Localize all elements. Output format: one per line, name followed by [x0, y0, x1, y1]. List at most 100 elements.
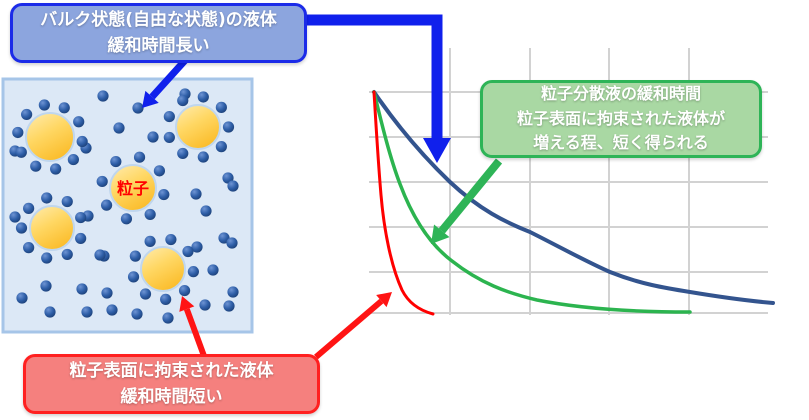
bound-liquid-dot	[58, 102, 70, 114]
bound-liquid-dot	[100, 199, 113, 211]
free-liquid-dot	[147, 131, 159, 143]
bound-liquid-dot	[50, 163, 62, 175]
callout-bound-line-2: 緩和時間短い	[120, 387, 223, 407]
bound-liquid-dot	[41, 252, 53, 264]
bound-liquid-dot	[144, 208, 156, 221]
bulk-elbow-arrow	[307, 14, 443, 138]
particle-label: 粒子	[117, 179, 149, 198]
bound-liquid-dot	[75, 232, 87, 245]
bound-liquid-dot	[110, 155, 122, 168]
particle-circle	[25, 112, 75, 162]
bound-liquid-dot	[133, 151, 146, 163]
callout-dispersion-line-2: 粒子表面に拘束された液体が	[516, 108, 725, 128]
free-liquid-dot	[9, 211, 21, 223]
bound-liquid-dot	[38, 99, 50, 111]
free-liquid-dot	[113, 122, 125, 134]
callout-bulk-line-1: バルク状態(自由な状態)の液体	[40, 9, 277, 30]
free-liquid-dot	[207, 264, 219, 276]
particle-dispersion-diagram: 粒子	[1, 77, 254, 334]
free-liquid-dot	[190, 188, 202, 200]
bound-liquid-dot	[158, 188, 170, 201]
bound-liquid-dot	[222, 121, 235, 133]
bound-liquid-dot	[178, 284, 191, 297]
free-liquid-dot	[199, 299, 211, 311]
bound-liquid-dot	[163, 110, 175, 123]
free-liquid-dot	[94, 249, 106, 261]
callout-bulk-line-2: 緩和時間長い	[107, 36, 210, 56]
bound-liquid-dot	[144, 235, 156, 247]
bulk-elbow-arrow-head	[423, 138, 451, 163]
dispersion-arrow-head	[431, 224, 450, 244]
bound-liquid-dot	[30, 160, 42, 172]
callout-dispersion-line-3: 増える程、短く得られる	[533, 133, 709, 153]
particle-circle	[175, 104, 221, 150]
callout-bound-line-1: 粒子表面に拘束された液体	[69, 360, 274, 381]
particle-circle	[29, 205, 75, 251]
bound-liquid-dot	[163, 131, 175, 144]
free-liquid-dot	[132, 102, 144, 114]
particle-circle	[140, 246, 186, 292]
free-liquid-dot	[227, 286, 239, 298]
bound-liquid-dot	[61, 248, 73, 261]
bound-liquid-dot	[15, 146, 27, 158]
bound-to-curve-arrow	[314, 298, 384, 360]
free-liquid-dot	[76, 283, 88, 295]
bound-liquid-dot	[197, 151, 209, 163]
free-liquid-dot	[227, 180, 239, 192]
free-liquid-dot	[44, 306, 56, 318]
bound-liquid-dot	[15, 222, 28, 234]
bound-liquid-dot	[96, 175, 108, 188]
relaxation-curve-dispersion	[372, 90, 692, 314]
relaxation-curve-bound	[372, 90, 435, 316]
callout-bound-liquid: 粒子表面に拘束された液体 緩和時間短い	[23, 354, 320, 414]
free-liquid-dot	[222, 172, 234, 184]
free-liquid-dot	[162, 312, 174, 324]
callout-dispersion-liquid: 粒子分散液の緩和時間 粒子表面に拘束された液体が 増える程、短く得られる	[480, 80, 762, 158]
bound-liquid-dot	[67, 153, 79, 166]
bound-liquid-dot	[177, 147, 189, 160]
bound-liquid-dot	[177, 94, 189, 107]
bound-liquid-dot	[187, 266, 199, 278]
bound-liquid-dot	[165, 233, 177, 246]
annotation-arrows	[142, 14, 503, 360]
free-liquid-dot	[218, 232, 230, 244]
free-liquid-dot	[226, 237, 238, 249]
bound-liquid-dot	[197, 91, 209, 103]
free-liquid-dot	[223, 300, 235, 312]
bound-liquid-dot	[61, 195, 73, 208]
bound-to-curve-arrow-head	[376, 292, 392, 308]
bound-liquid-dot	[153, 165, 166, 177]
free-liquid-dot	[191, 241, 203, 253]
dispersion-arrow	[438, 158, 503, 234]
bound-liquid-dot	[215, 141, 227, 153]
bound-liquid-dot	[127, 271, 140, 283]
relaxation-curve-bulk	[372, 90, 775, 305]
bulk-to-diagram-arrow-head	[142, 90, 159, 108]
free-liquid-dot	[97, 90, 109, 102]
bound-liquid-dot	[139, 288, 152, 300]
particle-circle	[109, 164, 157, 212]
free-liquid-dot	[131, 308, 143, 320]
bound-liquid-dot	[12, 126, 24, 139]
bound-liquid-dot	[182, 245, 194, 258]
bound-liquid-dot	[75, 211, 87, 224]
free-liquid-dot	[200, 205, 212, 217]
bound-liquid-dot	[41, 192, 53, 204]
bound-liquid-dot	[120, 213, 133, 225]
bound-liquid-dot	[73, 116, 85, 128]
free-liquid-dot	[106, 304, 118, 316]
free-liquid-dot	[81, 306, 93, 318]
free-liquid-dot	[40, 280, 52, 292]
bound-liquid-dot	[23, 242, 35, 254]
bound-liquid-dot	[76, 135, 88, 148]
free-liquid-dot	[16, 292, 28, 304]
bound-liquid-dot	[160, 293, 172, 305]
bound-to-diagram-arrow	[184, 308, 207, 358]
bound-liquid-dot	[21, 108, 33, 121]
free-liquid-dot	[101, 287, 113, 299]
callout-bulk-liquid: バルク状態(自由な状態)の液体 緩和時間長い	[10, 3, 307, 63]
bound-to-diagram-arrow-head	[179, 296, 195, 312]
bound-liquid-dot	[23, 202, 35, 214]
